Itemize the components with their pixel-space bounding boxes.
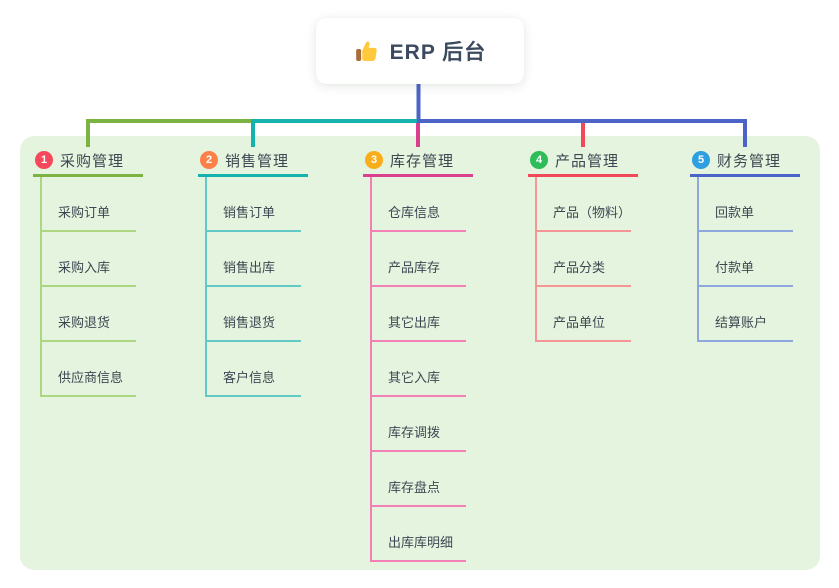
branch-children: 产品（物料）产品分类产品单位 [535, 177, 631, 342]
child-node[interactable]: 销售退货 [207, 287, 301, 342]
root-node-erp-backend[interactable]: ERP 后台 [316, 18, 524, 84]
branch-4: 4 产品管理产品（物料）产品分类产品单位 [528, 146, 638, 342]
child-node[interactable]: 付款单 [699, 232, 793, 287]
branch-label: 销售管理 [225, 152, 290, 170]
branch-children: 销售订单销售出库销售退货客户信息 [205, 177, 301, 397]
branch-5: 5 财务管理回款单付款单结算账户 [690, 146, 800, 342]
branch-number-badge: 4 [530, 151, 548, 169]
branch-3: 3 库存管理仓库信息产品库存其它出库其它入库库存调拨库存盘点出库库明细 [363, 146, 473, 562]
mindmap-panel [20, 136, 820, 570]
branch-1: 1 采购管理采购订单采购入库采购退货供应商信息 [33, 146, 143, 397]
child-node[interactable]: 销售出库 [207, 232, 301, 287]
child-node[interactable]: 产品库存 [372, 232, 466, 287]
child-node[interactable]: 其它出库 [372, 287, 466, 342]
child-node[interactable]: 其它入库 [372, 342, 466, 397]
branch-label: 库存管理 [390, 152, 455, 170]
child-node[interactable]: 采购订单 [42, 177, 136, 232]
child-node[interactable]: 仓库信息 [372, 177, 466, 232]
child-node[interactable]: 供应商信息 [42, 342, 136, 397]
branch-label: 采购管理 [60, 152, 125, 170]
root-title: ERP 后台 [389, 41, 487, 64]
branch-children: 仓库信息产品库存其它出库其它入库库存调拨库存盘点出库库明细 [370, 177, 466, 562]
branch-node-title[interactable]: 1 采购管理 [33, 146, 143, 177]
thumbs-up-icon [354, 38, 380, 64]
branch-children: 回款单付款单结算账户 [697, 177, 793, 342]
child-node[interactable]: 客户信息 [207, 342, 301, 397]
child-node[interactable]: 采购入库 [42, 232, 136, 287]
child-node[interactable]: 库存盘点 [372, 452, 466, 507]
branch-label: 产品管理 [555, 152, 620, 170]
branch-node-title[interactable]: 2 销售管理 [198, 146, 308, 177]
branch-number-badge: 1 [35, 151, 53, 169]
child-node[interactable]: 采购退货 [42, 287, 136, 342]
child-node[interactable]: 库存调拨 [372, 397, 466, 452]
branch-number-badge: 5 [692, 151, 710, 169]
child-node[interactable]: 产品单位 [537, 287, 631, 342]
branch-children: 采购订单采购入库采购退货供应商信息 [40, 177, 136, 397]
branch-node-title[interactable]: 3 库存管理 [363, 146, 473, 177]
branch-node-title[interactable]: 5 财务管理 [690, 146, 800, 177]
child-node[interactable]: 回款单 [699, 177, 793, 232]
child-node[interactable]: 销售订单 [207, 177, 301, 232]
branch-label: 财务管理 [717, 152, 782, 170]
branch-number-badge: 2 [200, 151, 218, 169]
branch-number-badge: 3 [365, 151, 383, 169]
child-node[interactable]: 产品（物料） [537, 177, 631, 232]
child-node[interactable]: 出库库明细 [372, 507, 466, 562]
branch-2: 2 销售管理销售订单销售出库销售退货客户信息 [198, 146, 308, 397]
child-node[interactable]: 结算账户 [699, 287, 793, 342]
child-node[interactable]: 产品分类 [537, 232, 631, 287]
branch-node-title[interactable]: 4 产品管理 [528, 146, 638, 177]
